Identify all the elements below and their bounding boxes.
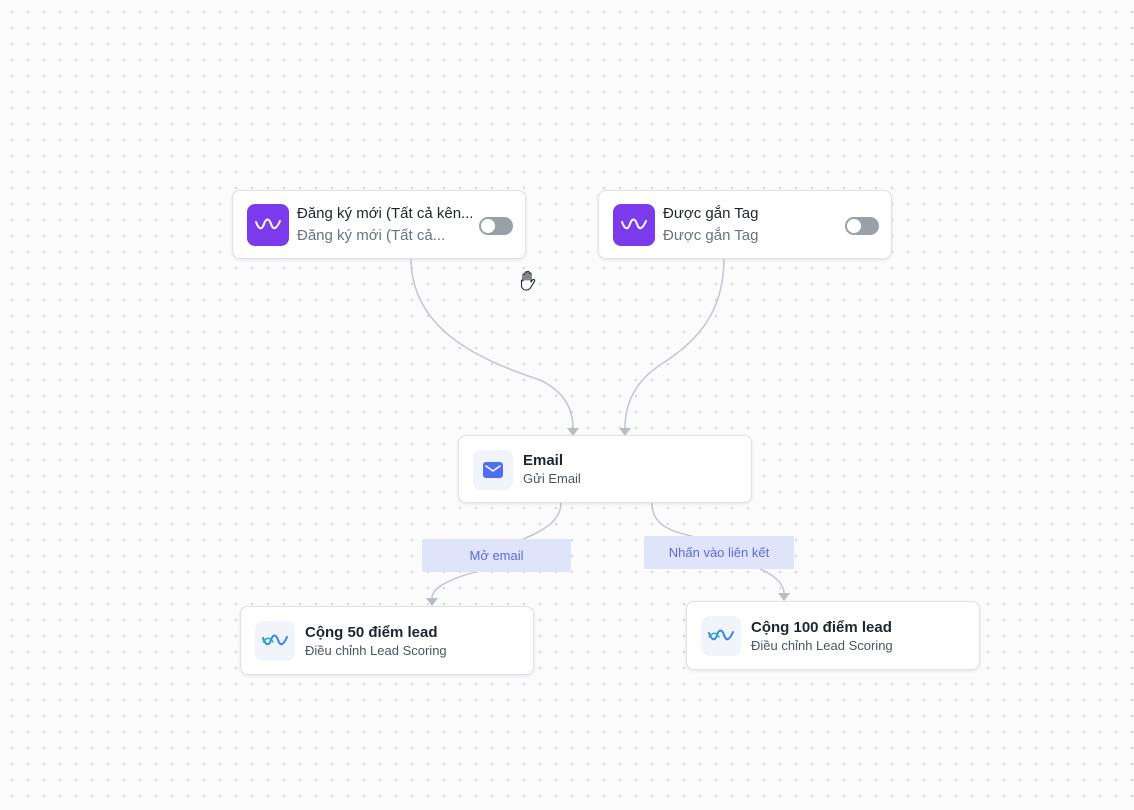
lead-score-node-100[interactable]: Cộng 100 điểm lead Điều chỉnh Lead Scori…: [686, 601, 980, 670]
trigger-enable-toggle[interactable]: [845, 217, 879, 235]
brand-logo-icon: [247, 204, 289, 246]
mail-icon: [473, 450, 513, 490]
node-subtitle: Điều chỉnh Lead Scoring: [305, 643, 447, 658]
lead-scoring-icon: [255, 621, 295, 661]
grab-hand-icon: [520, 270, 536, 291]
edge-trigger2-to-email: [624, 257, 725, 429]
edge-trigger1-to-email: [410, 257, 574, 429]
trigger-title: Được gắn Tag: [663, 205, 759, 222]
trigger-subtitle: Được gắn Tag: [663, 227, 759, 244]
branch-label-click-link[interactable]: Nhấn vào liên kết: [644, 536, 794, 569]
node-title: Cộng 50 điểm lead: [305, 624, 438, 641]
trigger-enable-toggle[interactable]: [479, 217, 513, 235]
lead-score-node-50[interactable]: Cộng 50 điểm lead Điều chỉnh Lead Scorin…: [240, 606, 534, 675]
toggle-knob: [847, 219, 861, 233]
trigger-subtitle: Đăng ký mới (Tất cả...: [297, 227, 446, 244]
node-subtitle: Điều chỉnh Lead Scoring: [751, 638, 893, 653]
brand-logo-icon: [613, 204, 655, 246]
trigger-node-new-signup[interactable]: Đăng ký mới (Tất cả kên... Đăng ký mới (…: [232, 190, 526, 259]
branch-label-open-email[interactable]: Mở email: [422, 539, 571, 572]
node-title: Email: [523, 452, 564, 469]
toggle-knob: [481, 219, 495, 233]
email-action-node[interactable]: Email Gửi Email: [458, 435, 752, 503]
node-title: Cộng 100 điểm lead: [751, 619, 892, 636]
trigger-title: Đăng ký mới (Tất cả kên...: [297, 205, 472, 222]
trigger-node-tagged[interactable]: Được gắn Tag Được gắn Tag: [598, 190, 892, 259]
node-subtitle: Gửi Email: [523, 471, 581, 486]
lead-scoring-icon: [701, 616, 741, 656]
